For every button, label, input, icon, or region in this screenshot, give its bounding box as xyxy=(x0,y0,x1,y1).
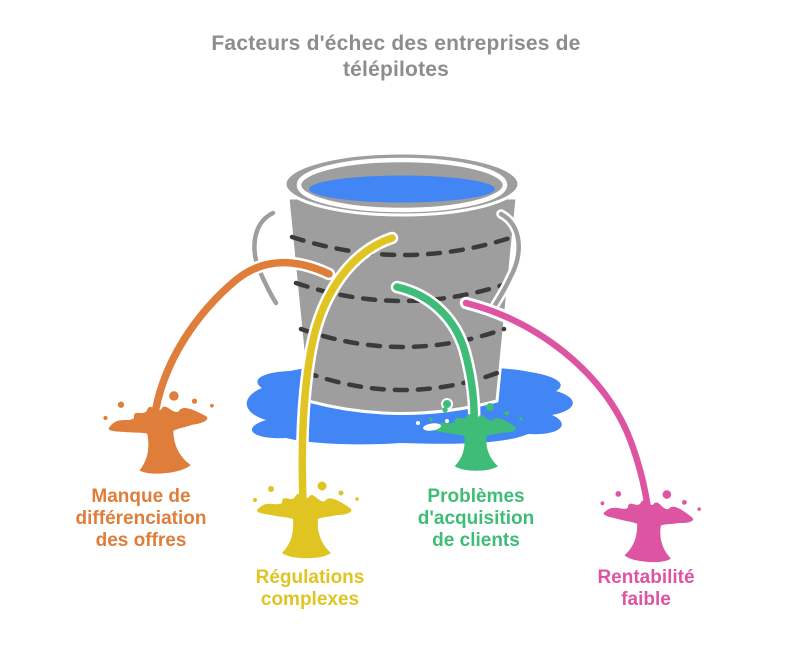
page-title: Facteurs d'échec des entreprises de télé… xyxy=(0,31,792,83)
factor-label-line: Problèmes xyxy=(427,486,525,507)
dash-line-1 xyxy=(289,234,516,258)
factor-label-line: différenciation xyxy=(75,508,207,529)
factor-label-line: d'acquisition xyxy=(417,508,535,529)
left-handle xyxy=(252,210,279,306)
factor-label-line: faible xyxy=(621,589,671,610)
dash-line-3 xyxy=(298,326,507,350)
stream-manque-de-differenciation xyxy=(150,258,333,424)
factor-label-regulations-complexes: Régulations complexes xyxy=(210,567,410,611)
bucket-handles xyxy=(249,208,524,310)
factor-label-rentabilite-faible: Rentabilité faible xyxy=(546,567,746,611)
dash-line-2 xyxy=(293,280,512,304)
water-surface xyxy=(309,175,495,203)
stream-problemes-acquisition xyxy=(393,283,478,432)
puddle-highlight-spots xyxy=(416,419,449,431)
stream-regulations-complexes xyxy=(298,234,396,507)
page-title-line: Facteurs d'échec des entreprises de xyxy=(211,32,581,55)
factor-label-line: Rentabilité xyxy=(597,567,695,588)
factor-label-line: complexes xyxy=(260,589,360,610)
factor-label-manque-de-differenciation: Manque de différenciation des offres xyxy=(21,486,261,552)
factor-label-line: Régulations xyxy=(255,567,365,588)
right-handle xyxy=(492,211,521,308)
page-title-line: télépilotes xyxy=(342,58,450,81)
factor-label-line: des offres xyxy=(95,530,187,551)
stream-rentabilite-faible xyxy=(462,299,652,513)
factor-label-line: Manque de xyxy=(91,486,191,507)
factor-label-problemes-acquisition: Problèmes d'acquisition de clients xyxy=(356,486,596,552)
factor-label-line: de clients xyxy=(432,530,520,551)
leak-streams xyxy=(147,231,655,513)
green-drip-dot xyxy=(441,398,453,410)
